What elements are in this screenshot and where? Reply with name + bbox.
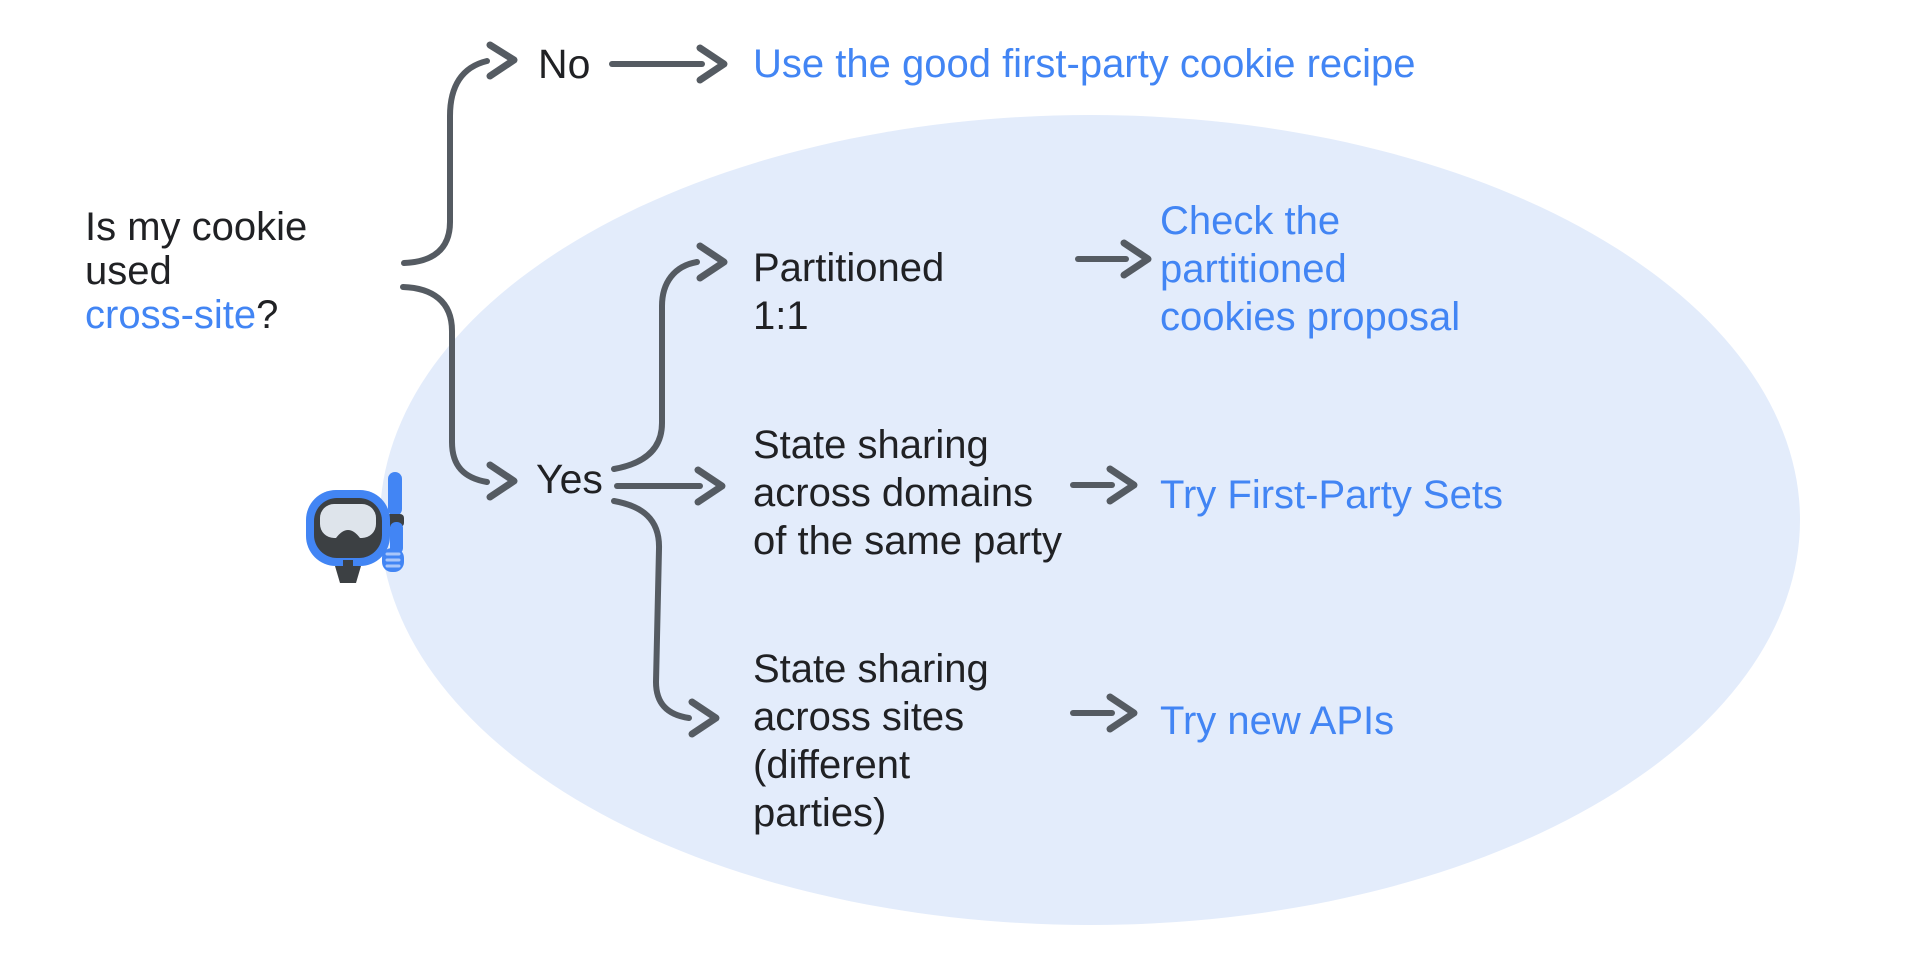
arrowhead-domains-result bbox=[1106, 465, 1138, 505]
condition-partitioned-line-1: Partitioned bbox=[753, 246, 945, 290]
connector-question-to-yes bbox=[400, 284, 490, 485]
arrowhead-no-result bbox=[696, 44, 728, 84]
arrowhead-to-no bbox=[486, 41, 518, 80]
arrowhead-to-yes bbox=[486, 461, 518, 501]
condition-state-sites: State sharing across sites (different pa… bbox=[753, 645, 989, 837]
condition-domains-line-2: across domains bbox=[753, 471, 1034, 515]
connector-yes-to-partitioned bbox=[611, 259, 700, 472]
result-check-line-3: cookies proposal bbox=[1160, 295, 1461, 339]
question-line-1: Is my cookie bbox=[85, 205, 308, 249]
connector-question-to-no bbox=[401, 58, 490, 266]
condition-sites-line-3: (different bbox=[753, 743, 911, 787]
branch-yes-label: Yes bbox=[536, 456, 603, 502]
condition-partitioned: Partitioned 1:1 bbox=[753, 244, 944, 340]
connector-yes-to-state-sites bbox=[611, 498, 692, 721]
arrowhead-state-sites bbox=[688, 698, 720, 738]
arrowhead-partitioned-result bbox=[1120, 239, 1152, 279]
arrowhead-partitioned bbox=[696, 242, 728, 282]
condition-domains-line-1: State sharing bbox=[753, 423, 989, 467]
question-cross-site-highlight[interactable]: cross-site bbox=[85, 293, 257, 337]
condition-sites-line-4: parties) bbox=[753, 791, 887, 835]
condition-state-domains: State sharing across domains of the same… bbox=[753, 421, 1062, 565]
question-line-3: cross-site? bbox=[85, 293, 307, 337]
result-link-partitioned-proposal[interactable]: Check the partitioned cookies proposal bbox=[1160, 197, 1460, 341]
cross-site-context-ellipse bbox=[380, 115, 1800, 925]
result-link-first-party-recipe[interactable]: Use the good first-party cookie recipe bbox=[753, 42, 1416, 86]
condition-sites-line-1: State sharing bbox=[753, 647, 989, 691]
question-mark: ? bbox=[256, 293, 279, 337]
result-check-line-2: partitioned bbox=[1160, 247, 1347, 291]
result-link-first-party-sets[interactable]: Try First-Party Sets bbox=[1160, 473, 1503, 517]
arrowhead-state-domains bbox=[694, 466, 726, 506]
question-line-2: used bbox=[85, 249, 172, 293]
result-link-new-apis[interactable]: Try new APIs bbox=[1160, 699, 1395, 743]
arrowhead-sites-result bbox=[1106, 693, 1138, 733]
condition-sites-line-2: across sites bbox=[753, 695, 965, 739]
branch-no-label: No bbox=[538, 41, 591, 87]
result-check-line-1: Check the bbox=[1160, 199, 1341, 243]
condition-domains-line-3: of the same party bbox=[753, 519, 1063, 563]
question: Is my cookie used cross-site? bbox=[85, 205, 307, 337]
diving-mask-icon bbox=[306, 472, 404, 583]
condition-partitioned-line-2: 1:1 bbox=[753, 294, 809, 338]
